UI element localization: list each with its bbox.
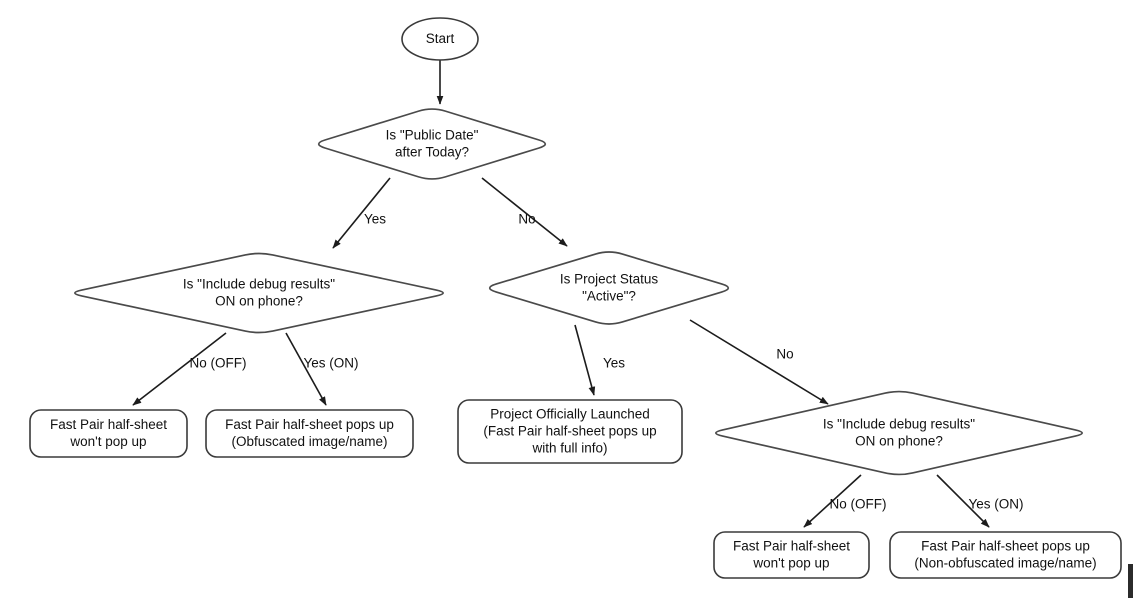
node-project-status-decision[interactable]: Is Project Status"Active"? bbox=[488, 251, 730, 325]
edge-label-debug-right-yes-on: Yes (ON) bbox=[968, 497, 1023, 512]
edge-public-date-yes bbox=[332, 177, 391, 249]
edge-project-status-no bbox=[689, 319, 829, 405]
edge-debug-left-no-off bbox=[132, 332, 227, 406]
node-outcome-non-obfuscated[interactable]: Fast Pair half-sheet pops up(Non-obfusca… bbox=[889, 531, 1122, 579]
edge-debug-right-no-off bbox=[803, 474, 862, 528]
node-debug-results-decision-right[interactable]: Is "Include debug results"ON on phone? bbox=[714, 390, 1084, 476]
edge-label-public-date-no: No bbox=[518, 212, 535, 227]
node-label-debug-results-decision-left: Is "Include debug results"ON on phone? bbox=[183, 276, 335, 308]
node-label-project-status-decision: Is Project Status"Active"? bbox=[560, 271, 659, 303]
edge-debug-left-yes-on bbox=[285, 332, 327, 406]
edge-label-debug-left-no-off: No (OFF) bbox=[190, 356, 247, 371]
node-label-outcome-non-obfuscated: Fast Pair half-sheet pops up(Non-obfusca… bbox=[914, 538, 1096, 570]
node-label-public-date-decision: Is "Public Date"after Today? bbox=[386, 127, 479, 159]
edges-layer bbox=[132, 60, 990, 528]
edge-debug-right-yes-on bbox=[936, 474, 990, 528]
edge-project-status-yes bbox=[574, 324, 596, 396]
node-debug-results-decision-left[interactable]: Is "Include debug results"ON on phone? bbox=[73, 252, 445, 334]
node-label-outcome-obfuscated: Fast Pair half-sheet pops up(Obfuscated … bbox=[225, 417, 394, 449]
edge-label-debug-left-yes-on: Yes (ON) bbox=[303, 356, 358, 371]
edge-public-date-no bbox=[481, 177, 568, 247]
edge-label-debug-right-no-off: No (OFF) bbox=[830, 497, 887, 512]
edge-label-public-date-yes: Yes bbox=[364, 212, 386, 227]
node-label-debug-results-decision-right: Is "Include debug results"ON on phone? bbox=[823, 416, 975, 448]
node-outcome-officially-launched[interactable]: Project Officially Launched(Fast Pair ha… bbox=[457, 399, 683, 464]
page-edge-artifact bbox=[1128, 564, 1133, 598]
node-start[interactable]: Start bbox=[401, 17, 479, 61]
node-label-start: Start bbox=[426, 31, 455, 46]
edge-label-project-status-no: No bbox=[776, 347, 793, 362]
node-label-outcome-officially-launched: Project Officially Launched(Fast Pair ha… bbox=[483, 406, 656, 455]
node-outcome-obfuscated[interactable]: Fast Pair half-sheet pops up(Obfuscated … bbox=[205, 409, 414, 458]
edge-label-project-status-yes: Yes bbox=[603, 356, 625, 371]
nodes-layer: Start Is "Public Date"after Today? Is "Inc… bbox=[29, 17, 1122, 579]
node-public-date-decision[interactable]: Is "Public Date"after Today? bbox=[317, 108, 547, 180]
